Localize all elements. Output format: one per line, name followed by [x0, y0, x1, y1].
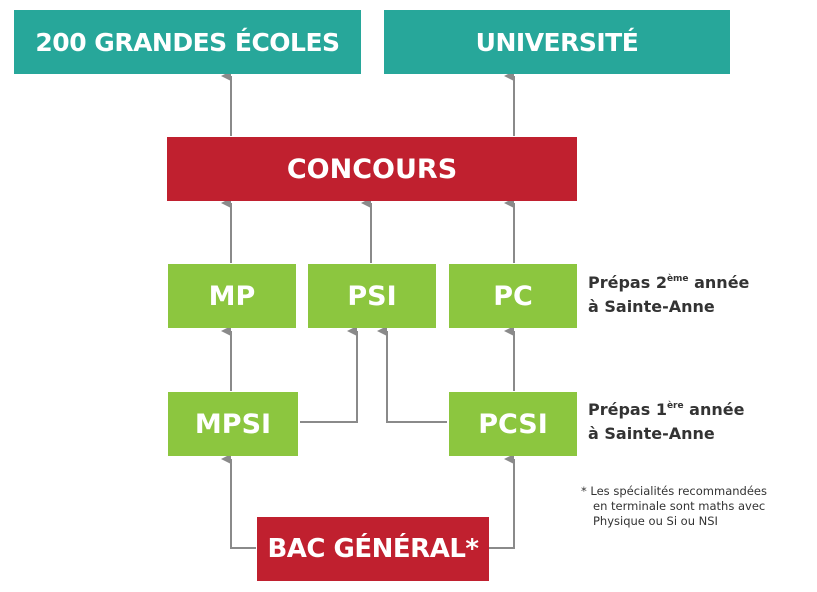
- mpsi-label: MPSI: [194, 408, 272, 440]
- footnote-line1: * Les spécialités recommandées: [581, 484, 767, 498]
- first-year-note-suffix: année: [683, 400, 745, 419]
- first-year-note-line2: à Sainte-Anne: [588, 424, 715, 443]
- mp-box: MP: [168, 264, 296, 328]
- universite-box: UNIVERSITÉ: [384, 10, 730, 74]
- concours-box: CONCOURS: [167, 137, 577, 201]
- grandes-ecoles-box: 200 GRANDES ÉCOLES: [14, 10, 361, 74]
- arrow-pcsi-to-psi: [377, 326, 447, 423]
- second-year-note-suffix: année: [688, 273, 750, 292]
- concours-label: CONCOURS: [286, 153, 458, 185]
- arrow-mpsi-to-psi: [300, 326, 358, 423]
- pc-box: PC: [449, 264, 577, 328]
- mpsi-box: MPSI: [168, 392, 298, 456]
- grandes-ecoles-label: 200 GRANDES ÉCOLES: [35, 27, 340, 57]
- first-year-note-prefix: Prépas 1: [588, 400, 667, 419]
- second-year-note-line2: à Sainte-Anne: [588, 297, 715, 316]
- first-year-note: Prépas 1ère année à Sainte-Anne: [588, 398, 744, 446]
- pc-label: PC: [493, 280, 533, 312]
- second-year-note-prefix: Prépas 2: [588, 273, 667, 292]
- second-year-note: Prépas 2ème année à Sainte-Anne: [588, 271, 749, 319]
- first-year-note-sup: ère: [666, 401, 684, 411]
- universite-label: UNIVERSITÉ: [475, 27, 639, 57]
- arrow-bac-to-mpsi: [221, 454, 256, 549]
- psi-label: PSI: [347, 280, 397, 312]
- footnote-line3: Physique ou Si ou NSI: [593, 514, 718, 528]
- pcsi-box: PCSI: [449, 392, 577, 456]
- second-year-note-sup: ème: [666, 274, 689, 284]
- bac-general-label: BAC GÉNÉRAL*: [267, 534, 479, 564]
- bac-general-box: BAC GÉNÉRAL*: [257, 517, 489, 581]
- footnote: * Les spécialités recommandées en termin…: [581, 484, 767, 529]
- pcsi-label: PCSI: [478, 408, 548, 440]
- mp-label: MP: [208, 280, 256, 312]
- footnote-line2: en terminale sont maths avec: [593, 499, 766, 513]
- arrow-bac-to-pcsi: [489, 454, 515, 549]
- psi-box: PSI: [308, 264, 436, 328]
